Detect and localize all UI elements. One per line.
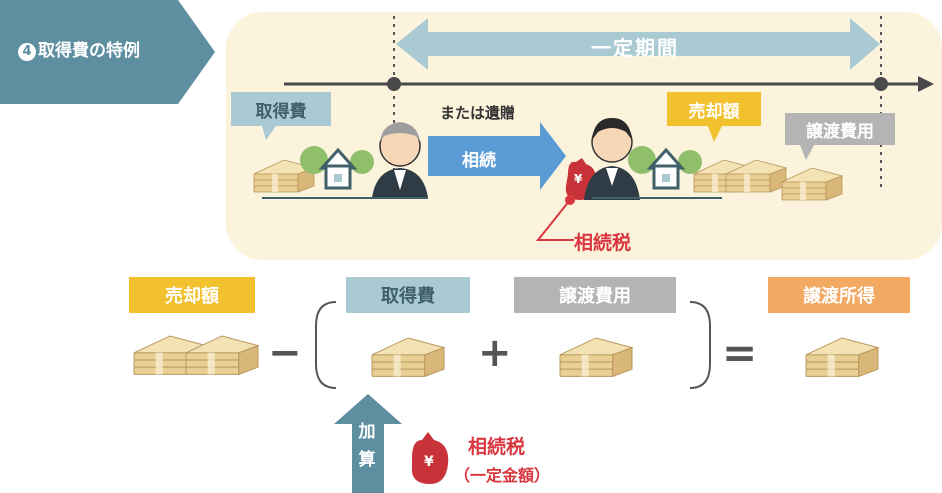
- timeline-end-dot: [874, 77, 888, 91]
- formula-acquisition-cost-box: [346, 277, 470, 313]
- formula-acquisition-cost-label: 取得費: [381, 286, 435, 307]
- timeline-axis-head: [918, 76, 934, 92]
- sale-price-label: 売却額: [688, 101, 740, 122]
- formula-money-acquisition: [371, 337, 445, 377]
- header-title-text: 取得費の特例: [38, 41, 140, 61]
- period-label: 一定期間: [591, 36, 679, 60]
- formula-sale-price-box: [129, 277, 255, 313]
- addition-label-1: 加: [358, 422, 376, 442]
- minus-operator: −: [268, 330, 302, 376]
- formula-transfer-income-box: [768, 277, 910, 313]
- old-man-icon: [372, 122, 428, 198]
- formula-money-transfer-cost: [559, 337, 633, 377]
- plus-operator: +: [478, 330, 512, 376]
- formula-money-sale-2: [185, 335, 259, 375]
- header-number-icon: 4: [18, 43, 36, 61]
- addition-label-2: 算: [358, 450, 376, 470]
- sale-price-bubble: [667, 92, 761, 126]
- sale-price-bubble-tail: [708, 126, 722, 142]
- yen-symbol-top: ¥: [574, 172, 583, 186]
- header-tab: [0, 0, 215, 104]
- tax-pointer-line: [535, 199, 574, 241]
- transfer-cost-bubble: [785, 113, 895, 145]
- addition-arrow: [334, 394, 402, 493]
- inheritance-arrow: [428, 122, 566, 190]
- yen-bag-bottom-icon: [411, 432, 449, 484]
- yen-symbol-bottom: ¥: [424, 454, 434, 470]
- transfer-cost-bubble-tail: [800, 145, 814, 160]
- right-parenthesis: [689, 301, 711, 389]
- inheritance-label: 相続: [462, 151, 496, 171]
- formula-transfer-cost-box: [514, 277, 676, 313]
- inheritance-tax-label: 相続税: [574, 232, 632, 254]
- acquisition-cost-bubble-tail: [262, 126, 276, 140]
- equals-operator: =: [722, 328, 758, 377]
- left-parenthesis: [315, 301, 337, 389]
- period-arrow: [396, 18, 880, 70]
- young-man-icon: [584, 118, 640, 200]
- formula-transfer-cost-label: 譲渡費用: [559, 286, 631, 307]
- addition-label: 加算: [352, 418, 382, 474]
- formula-money-transfer-income: [805, 337, 879, 377]
- transfer-cost-label: 譲渡費用: [806, 121, 874, 142]
- formula-sale-price-label: 売却額: [165, 286, 219, 307]
- timeline-start-dot: [387, 77, 401, 91]
- acquisition-cost-label: 取得費: [255, 101, 307, 122]
- acquisition-cost-bubble: [231, 92, 331, 126]
- or-bequest-label: または遺贈: [440, 104, 516, 122]
- formula-inheritance-tax-label: 相続税: [468, 436, 526, 458]
- formula-transfer-income-label: 譲渡所得: [803, 286, 875, 307]
- fixed-amount-label: （一定金額）: [454, 466, 551, 485]
